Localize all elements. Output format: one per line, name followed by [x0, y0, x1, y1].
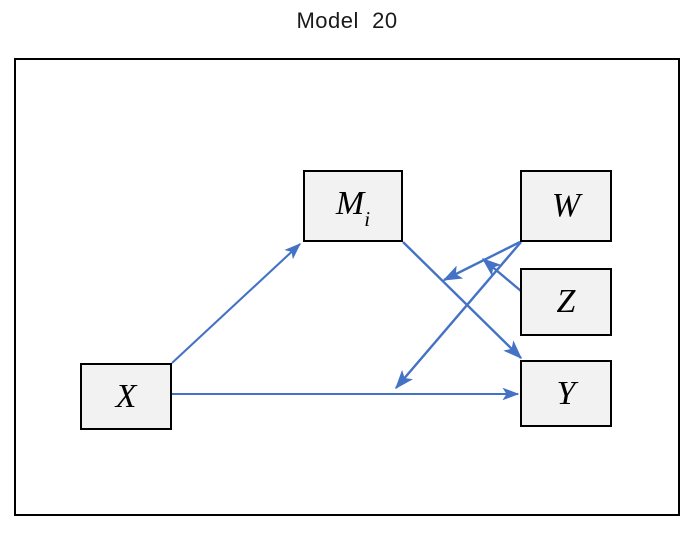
node-x[interactable]: X: [80, 363, 172, 430]
node-m[interactable]: Mi: [303, 170, 403, 242]
node-m-label: Mi: [335, 184, 370, 230]
node-z-letter: Z: [556, 283, 576, 320]
node-y[interactable]: Y: [520, 360, 612, 427]
node-z[interactable]: Z: [520, 268, 612, 336]
node-w-letter: W: [551, 187, 581, 224]
node-z-label: Z: [557, 285, 576, 319]
node-y-label: Y: [556, 374, 576, 412]
page-title: Model 20: [296, 8, 398, 33]
node-m-letter: M: [335, 184, 365, 222]
node-x-letter: X: [115, 377, 137, 415]
node-w[interactable]: W: [520, 170, 612, 242]
node-x-label: X: [115, 377, 137, 415]
node-y-letter: Y: [556, 374, 576, 412]
node-w-label: W: [552, 189, 580, 223]
node-m-subscript: i: [364, 207, 371, 232]
